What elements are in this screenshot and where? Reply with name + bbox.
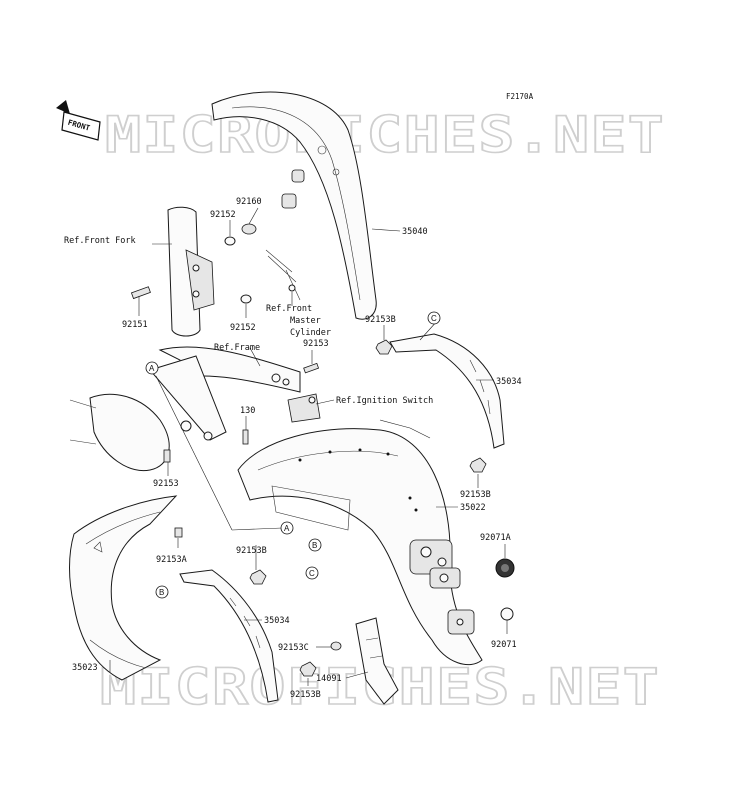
label-14091: 14091 [316, 674, 342, 684]
callout-A-top: A [145, 361, 159, 375]
nut-92153B-low [249, 569, 267, 585]
grommet-92071A [495, 558, 515, 578]
svg-text:B: B [312, 541, 317, 550]
figure-code: F2170A [506, 92, 534, 101]
svg-text:C: C [309, 569, 315, 578]
label-92151: 92151 [122, 320, 148, 330]
label-35022: 35022 [460, 503, 486, 513]
label-35034-right: 35034 [496, 377, 522, 387]
front-fender-35040 [211, 91, 377, 320]
callout-A-mid: A [280, 521, 294, 535]
callout-B-mid: B [308, 538, 322, 552]
nut-92153B-mid [469, 457, 487, 473]
front-fork [167, 206, 215, 337]
rail-35034-right [389, 333, 505, 449]
label-35034-low: 35034 [264, 616, 290, 626]
nut-92153C [330, 641, 342, 651]
label-ref-master-3: Cylinder [290, 328, 331, 338]
front-arrow-icon: FRONT [56, 100, 101, 141]
label-92153A: 92153A [156, 555, 187, 565]
nut-92153B-top [375, 339, 393, 355]
label-35023: 35023 [72, 663, 98, 673]
svg-text:A: A [284, 524, 290, 533]
callout-C-top: C [427, 311, 441, 325]
nut-92153B-bottom [299, 661, 317, 677]
callout-B-low: B [155, 585, 169, 599]
label-ref-master-1: Ref.Front [266, 304, 312, 314]
label-92071: 92071 [491, 640, 517, 650]
bolt-92151 [130, 286, 151, 300]
label-130: 130 [240, 406, 255, 416]
frame-section [69, 346, 301, 472]
inner-fender-35023 [69, 495, 178, 681]
spacer-92160 [241, 223, 257, 235]
svg-text:B: B [159, 588, 164, 597]
label-92153B-top: 92153B [365, 315, 396, 325]
label-92152-top: 92152 [210, 210, 236, 220]
label-92153B-low: 92153B [236, 546, 267, 556]
label-92160: 92160 [236, 197, 262, 207]
label-92152-mid: 92152 [230, 323, 256, 333]
rail-35034-lower [179, 569, 279, 703]
bolt-130 [242, 429, 249, 445]
label-92071A: 92071A [480, 533, 511, 543]
ignition-bracket [287, 393, 321, 423]
bolt-92153-top [303, 362, 320, 374]
rear-fender-35022 [237, 428, 483, 666]
label-35040: 35040 [402, 227, 428, 237]
label-92153B-bottom: 92153B [290, 690, 321, 700]
leader-lines [109, 207, 508, 686]
bolt-92153A [174, 527, 183, 538]
callout-C-mid: C [305, 566, 319, 580]
label-92153C: 92153C [278, 643, 309, 653]
svg-text:A: A [149, 364, 155, 373]
label-ref-front-fork: Ref.Front Fork [64, 236, 136, 246]
label-ref-master-2: Master [290, 316, 321, 326]
label-ref-ignition: Ref.Ignition Switch [336, 396, 433, 406]
bolt-92153-left [163, 449, 171, 463]
washer-92152-mid [240, 294, 252, 304]
grommet-92071 [500, 607, 514, 621]
label-ref-frame: Ref.Frame [214, 343, 260, 353]
watermark-top: MICROFICHES.NET [105, 106, 665, 164]
washer-92152-top [224, 236, 236, 246]
label-92153-top: 92153 [303, 339, 329, 349]
label-92153B-mid: 92153B [460, 490, 491, 500]
svg-text:C: C [431, 314, 437, 323]
label-92153-left: 92153 [153, 479, 179, 489]
bracket-14091 [355, 617, 399, 705]
